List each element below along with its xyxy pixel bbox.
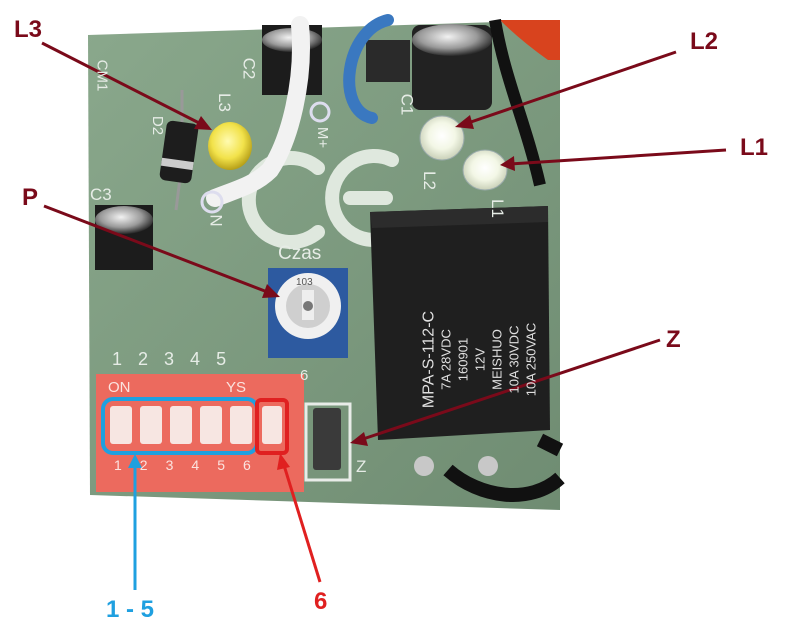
dip-numbers-bottom: 1 2 3 4 5 6 xyxy=(114,458,251,472)
relay-rating-1: 7A 28VDC xyxy=(438,329,454,390)
callout-l1: L1 xyxy=(740,134,769,161)
relay-model-label: MPA-S-112-C xyxy=(420,310,438,409)
arrow-1-5 xyxy=(128,454,142,590)
arrow-p xyxy=(43,204,280,298)
pot-value-label: 103 xyxy=(296,277,313,288)
relay-pad-1 xyxy=(414,456,434,476)
ce-mark-text: CE xyxy=(0,0,1,1)
dip-bottom-2: 2 xyxy=(139,457,148,473)
dip-lever-1 xyxy=(110,406,132,444)
silk-m: M+ xyxy=(314,126,332,149)
silk-l3: L3 xyxy=(214,93,234,112)
switch-6-highlight xyxy=(255,398,289,455)
arrow-6 xyxy=(277,453,322,583)
callout-p: P xyxy=(22,184,39,211)
led-l1 xyxy=(462,149,508,191)
pad-m xyxy=(309,101,331,123)
silk-c2: C2 xyxy=(239,57,259,80)
silk-c3: C3 xyxy=(90,185,112,204)
callout-6: 6 xyxy=(314,588,328,615)
dip-lever-2 xyxy=(140,406,162,444)
black-wire-right xyxy=(536,433,564,457)
dip-on-label: ON xyxy=(108,379,131,396)
blue-wire xyxy=(343,14,394,124)
transistor xyxy=(366,40,410,82)
led-l3 xyxy=(208,122,252,170)
relay-rating-2: 10A 30VDC xyxy=(506,325,522,394)
relay-coil: 12V xyxy=(472,347,488,372)
dip-lever-5 xyxy=(230,406,252,444)
silk-l2: L2 xyxy=(419,171,439,190)
jumper-z xyxy=(304,402,352,482)
dip-lever-3 xyxy=(170,406,192,444)
dip-bottom-6: 6 xyxy=(242,457,251,473)
relay-rating-3: 10A 250VAC xyxy=(523,322,539,397)
dip-bottom-3: 3 xyxy=(165,457,174,473)
silk-z: Z xyxy=(356,457,367,476)
ce-mark xyxy=(241,149,399,249)
relay-brand-label: MEISHUO xyxy=(489,329,505,390)
silk-l1: L1 xyxy=(487,199,507,218)
relay-pad-2 xyxy=(478,456,498,476)
dip-top-1: 1 xyxy=(112,349,123,369)
dip-top-3: 3 xyxy=(164,349,175,369)
relay-text: MPA-S-112-C 7A 28VDC 160901 12V MEISHUO … xyxy=(421,240,540,480)
arrow-l2 xyxy=(455,50,677,129)
relay-code: 160901 xyxy=(455,337,471,382)
dip-lever-6 xyxy=(262,406,282,444)
callout-l2: L2 xyxy=(690,28,719,55)
dip-bottom-4: 4 xyxy=(191,457,200,473)
dip-top-5: 5 xyxy=(216,349,227,369)
silk-d2: D2 xyxy=(149,115,167,136)
arrow-l1 xyxy=(500,148,727,171)
dip-switch xyxy=(96,374,304,492)
silk-n: N xyxy=(206,214,226,227)
capacitor-c1 xyxy=(412,24,492,110)
dip-lever-4 xyxy=(200,406,222,444)
silk-6: 6 xyxy=(300,367,309,384)
arrow-z xyxy=(350,338,661,446)
dip-top-2: 2 xyxy=(138,349,149,369)
dip-bottom-5: 5 xyxy=(217,457,225,473)
dip-bottom-1: 1 xyxy=(114,457,122,473)
white-wire xyxy=(206,16,310,207)
potentiometer xyxy=(268,268,348,358)
led-l2 xyxy=(419,115,465,161)
pad-n xyxy=(200,190,224,214)
silk-c1: C1 xyxy=(397,93,417,116)
callout-1-5: 1 - 5 xyxy=(106,596,155,623)
dip-top-4: 4 xyxy=(190,349,201,369)
red-wire xyxy=(500,20,560,60)
silk-czas: Czas xyxy=(278,243,322,264)
diode-d2 xyxy=(159,90,199,211)
arrow-l3 xyxy=(41,41,212,130)
dip-numbers-top: 1 2 3 4 5 xyxy=(112,350,226,368)
dip-brand-label: YS xyxy=(226,379,247,396)
relay xyxy=(370,206,550,440)
callout-l3: L3 xyxy=(14,16,43,43)
callout-z: Z xyxy=(666,326,681,353)
silk-cm1: CM1 xyxy=(93,59,111,92)
black-wire-bottom xyxy=(443,464,565,502)
